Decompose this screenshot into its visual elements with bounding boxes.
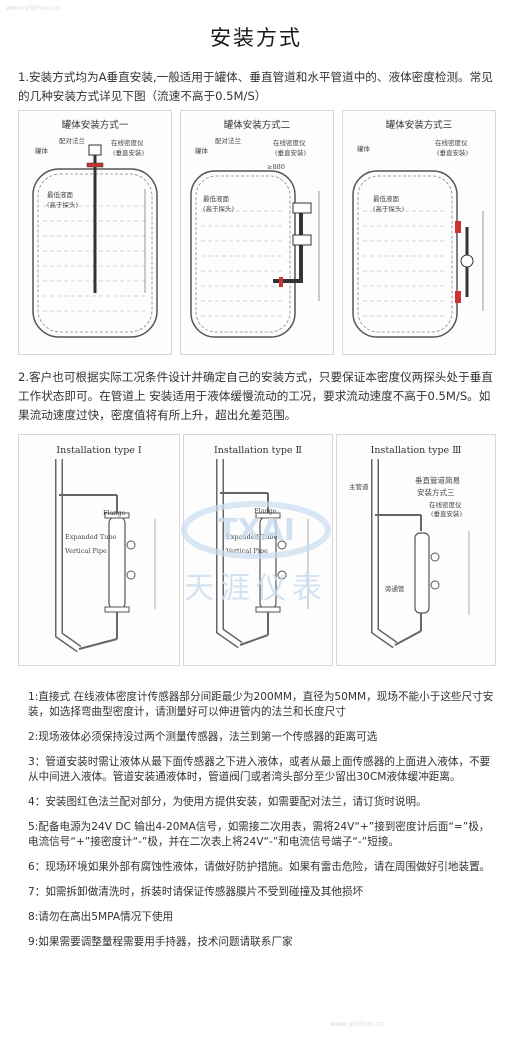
intro-paragraph: 1.安装方式均为A垂直安装,一般适用于罐体、垂直管道和水平管道中的、液体密度检测… (18, 70, 493, 103)
notes-list: 1:直接式 在线液体密度计传感器部分间距最少为200MM，直径为50MM，现场不… (28, 690, 498, 960)
note-item: 5:配备电源为24V DC 输出4-20MA信号，如需接二次用表，需将24V“+… (28, 821, 490, 848)
note-item: 3：管道安装时需让液体从最下面传感器之下进入液体，或者从最上面传感器的上面进入液… (28, 756, 491, 783)
tank-label-above-probe: (高于探头) (203, 205, 235, 213)
pipe-label-vertical: (垂直安装) (431, 510, 463, 518)
note-item: 1:直接式 在线液体密度计传感器部分间距最少为200MM，直径为50MM，现场不… (28, 691, 494, 718)
note-item: 8:请勿在高出5MPA情况下使用 (28, 911, 174, 923)
note-item: 4：安装图红色法兰配对部分，为使用方提供安装，如需要配对法兰，请订货时说明。 (28, 796, 427, 808)
pipe-label-densimeter: 在线密度仪 (429, 501, 462, 509)
note-item: 7：如需拆卸做清洗时，拆装时请保证传感器膜片不受到碰撞及其他损坏 (28, 886, 364, 898)
pipe-label-method-three: 安装方式三 (417, 488, 455, 497)
pipe-diagram-1-title: Installation type Ⅰ (56, 445, 142, 456)
tank-diagrams-row: 罐体安装方式一 罐体 配对法兰 在线密度仪 (垂直安装) 最低液面 (高于探头)… (18, 110, 496, 355)
note-item: 6：现场环境如果外部有腐蚀性液体，请做好防护措施。如果有雷击危险，请在周围做好引… (28, 861, 491, 873)
tank-diagram-2: 罐体安装方式二 罐体 配对法兰 在线密度仪 (垂直安装) 最低液面 (高于探头)… (180, 110, 334, 355)
tank-label-flange: 配对法兰 (59, 137, 85, 145)
tank-label-flange: 配对法兰 (215, 137, 241, 145)
tank-label-vertical: (垂直安装) (113, 149, 145, 157)
tank-diagram-3: 罐体安装方式三 罐体 在线密度仪 (垂直安装) 最低液面 (高于探头) (342, 110, 496, 355)
tank-label-body: 罐体 (195, 147, 208, 155)
note-item: 9:如果需要调整量程需要用手持器，技术问题请联系厂家 (28, 936, 293, 948)
tank-diagram-1-drawing (32, 144, 158, 338)
tank-diagram-1: 罐体安装方式一 罐体 配对法兰 在线密度仪 (垂直安装) 最低液面 (高于探头) (18, 110, 172, 355)
tank-label-densimeter: 在线密度仪 (435, 139, 468, 147)
pipe-diagram-3-title: Installation type Ⅲ (370, 445, 462, 456)
note-item: 2:现场液体必须保持没过两个测量传感器，法兰到第一个传感器的距离可选 (28, 731, 378, 743)
tank-label-densimeter: 在线密度仪 (111, 139, 144, 147)
tank-diagram-3-drawing (352, 170, 484, 338)
tank-label-above-probe: (高于探头) (373, 205, 405, 213)
pipe-diagram-1: Installation type Ⅰ Flange Expanded Tube… (18, 434, 180, 666)
tank-label-body: 罐体 (35, 147, 48, 155)
tank-label-above-probe: (高于探头) (47, 201, 79, 209)
tank-label-min-level: 最低液面 (47, 191, 73, 199)
pipe-label-bypass: 旁通管 (385, 585, 405, 593)
custom-install-paragraph: 2.客户也可根据实际工况条件设计并确定自己的安装方式，只要保证本密度仪两探头处于… (18, 370, 493, 422)
tank-label-vertical: (垂直安装) (275, 149, 307, 157)
pipe-label-expanded-tube: Expanded Tube (65, 533, 117, 541)
tank-diagram-2-drawing (190, 170, 320, 338)
pipe-diagram-2-title: Installation type Ⅱ (213, 445, 303, 456)
pipe-label-main-pipe: 主管道 (349, 483, 369, 491)
pipe-label-flange: Flange (254, 507, 277, 515)
pipe-label-flange: Flange (103, 509, 126, 517)
pipe-diagram-3: Installation type Ⅲ 主管道 垂直管道简易 安装方式三 在线密… (336, 434, 496, 666)
pipe-label-simple-vertical: 垂直管道简易 (415, 476, 460, 485)
pipe-label-vertical-pipe: Vertical Pipe (226, 547, 268, 555)
tank-diagram-2-title: 罐体安装方式二 (223, 120, 291, 131)
pipe-label-vertical-pipe: Vertical Pipe (65, 547, 107, 555)
tank-label-vertical: (垂直安装) (437, 149, 469, 157)
site-watermark-bottom: www.ybzhan.cn (330, 1020, 385, 1028)
tank-label-distance: ≥880 (267, 163, 285, 171)
pipe-diagram-1-drawing (55, 459, 156, 653)
tank-label-min-level: 最低液面 (203, 195, 229, 203)
tank-diagram-3-title: 罐体安装方式三 (385, 120, 453, 131)
tank-label-densimeter: 在线密度仪 (273, 139, 306, 147)
pipe-label-expanded-tube: Expanded Tube (226, 533, 278, 541)
pipe-diagram-3-drawing (371, 459, 470, 649)
pipe-diagram-2: Installation type Ⅱ Flange Expanded Tube… (183, 434, 333, 666)
site-watermark-top: www.ybzhan.cn (6, 4, 61, 12)
tank-label-body: 罐体 (357, 145, 370, 153)
tank-diagram-1-title: 罐体安装方式一 (61, 120, 129, 131)
page-title: 安装方式 (210, 26, 302, 50)
pipe-diagrams-row: Installation type Ⅰ Flange Expanded Tube… (18, 434, 496, 666)
tank-label-min-level: 最低液面 (373, 195, 399, 203)
